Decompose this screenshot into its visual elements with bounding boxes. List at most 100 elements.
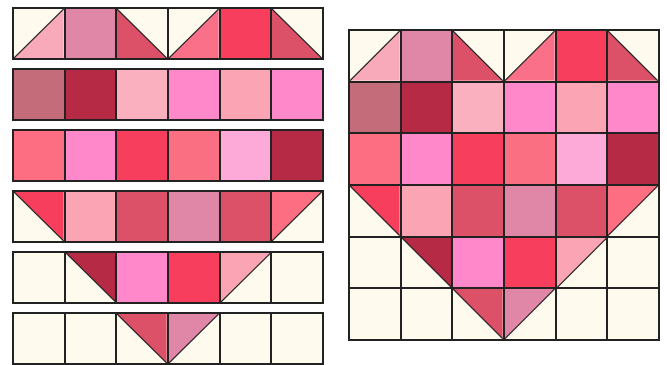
- strip-row-3: [12, 129, 324, 182]
- block-cell-3-2: [401, 133, 453, 185]
- strip-cell-3-3: [116, 130, 168, 181]
- strip-cell-4-5: [220, 191, 272, 242]
- block-cell-1-1: [349, 30, 401, 82]
- half-square-triangle: [272, 9, 322, 58]
- block-cell-1-4: [504, 30, 556, 82]
- block-cell-5-5: [556, 237, 608, 289]
- strip-cell-2-4: [168, 69, 220, 120]
- block-cell-6-6: [607, 288, 659, 340]
- block-cell-6-2: [401, 288, 453, 340]
- block-cell-4-6: [607, 185, 659, 237]
- block-cell-6-5: [556, 288, 608, 340]
- strip-cell-6-4: [168, 313, 220, 364]
- strip-cell-5-3: [116, 252, 168, 303]
- block-cell-6-1: [349, 288, 401, 340]
- block-cell-6-3: [452, 288, 504, 340]
- block-cell-1-5: [556, 30, 608, 82]
- strip-cell-3-5: [220, 130, 272, 181]
- strip-cell-4-1: [13, 191, 65, 242]
- strip-cell-4-6: [271, 191, 323, 242]
- half-square-triangle: [608, 31, 658, 81]
- half-square-triangle: [117, 9, 167, 58]
- strip-cell-1-4: [168, 8, 220, 59]
- strip-cell-1-3: [116, 8, 168, 59]
- block-cell-2-5: [556, 82, 608, 134]
- strip-row-5: [12, 251, 324, 304]
- block-cell-2-3: [452, 82, 504, 134]
- half-square-triangle: [66, 253, 116, 302]
- half-square-triangle: [350, 186, 400, 236]
- strip-cell-3-1: [13, 130, 65, 181]
- half-square-triangle: [453, 289, 503, 339]
- block-cell-5-6: [607, 237, 659, 289]
- strip-cell-6-2: [65, 313, 117, 364]
- strip-cell-2-2: [65, 69, 117, 120]
- strip-cell-5-6: [271, 252, 323, 303]
- half-square-triangle: [402, 238, 452, 288]
- block-cell-3-3: [452, 133, 504, 185]
- strip-cell-3-2: [65, 130, 117, 181]
- block-cell-2-6: [607, 82, 659, 134]
- block-cell-5-2: [401, 237, 453, 289]
- strip-cell-5-1: [13, 252, 65, 303]
- strip-cell-1-2: [65, 8, 117, 59]
- block-cell-1-2: [401, 30, 453, 82]
- strip-cell-2-1: [13, 69, 65, 120]
- strip-row-6: [12, 312, 324, 365]
- strip-cell-2-6: [271, 69, 323, 120]
- block-cell-3-5: [556, 133, 608, 185]
- block-cell-5-3: [452, 237, 504, 289]
- half-square-triangle: [350, 31, 400, 81]
- heart-block: [348, 29, 660, 341]
- strip-cell-1-5: [220, 8, 272, 59]
- half-square-triangle: [505, 289, 555, 339]
- block-cell-4-2: [401, 185, 453, 237]
- block-cell-4-4: [504, 185, 556, 237]
- strip-cell-5-2: [65, 252, 117, 303]
- block-cell-1-3: [452, 30, 504, 82]
- block-cell-1-6: [607, 30, 659, 82]
- block-cell-3-6: [607, 133, 659, 185]
- strip-cell-2-3: [116, 69, 168, 120]
- half-square-triangle: [117, 314, 167, 363]
- block-cell-6-4: [504, 288, 556, 340]
- half-square-triangle: [14, 192, 64, 241]
- strip-cell-6-5: [220, 313, 272, 364]
- strip-row-1: [12, 7, 324, 60]
- strip-row-4: [12, 190, 324, 243]
- strip-cell-6-1: [13, 313, 65, 364]
- strip-cell-6-6: [271, 313, 323, 364]
- block-cell-3-4: [504, 133, 556, 185]
- half-square-triangle: [272, 192, 322, 241]
- half-square-triangle: [221, 253, 271, 302]
- block-cell-4-3: [452, 185, 504, 237]
- strip-cell-2-5: [220, 69, 272, 120]
- strip-cell-4-4: [168, 191, 220, 242]
- block-cell-2-2: [401, 82, 453, 134]
- strip-cell-4-3: [116, 191, 168, 242]
- strip-row-2: [12, 68, 324, 121]
- block-cell-2-1: [349, 82, 401, 134]
- strip-cell-3-4: [168, 130, 220, 181]
- block-cell-2-4: [504, 82, 556, 134]
- block-cell-3-1: [349, 133, 401, 185]
- strip-cell-3-6: [271, 130, 323, 181]
- half-square-triangle: [557, 238, 607, 288]
- half-square-triangle: [608, 186, 658, 236]
- block-cell-4-1: [349, 185, 401, 237]
- strip-cell-1-6: [271, 8, 323, 59]
- half-square-triangle: [169, 314, 219, 363]
- strip-cell-5-5: [220, 252, 272, 303]
- strip-cell-6-3: [116, 313, 168, 364]
- strip-cell-1-1: [13, 8, 65, 59]
- block-cell-4-5: [556, 185, 608, 237]
- half-square-triangle: [169, 9, 219, 58]
- half-square-triangle: [505, 31, 555, 81]
- block-cell-5-4: [504, 237, 556, 289]
- half-square-triangle: [14, 9, 64, 58]
- strip-cell-4-2: [65, 191, 117, 242]
- block-cell-5-1: [349, 237, 401, 289]
- strip-cell-5-4: [168, 252, 220, 303]
- half-square-triangle: [453, 31, 503, 81]
